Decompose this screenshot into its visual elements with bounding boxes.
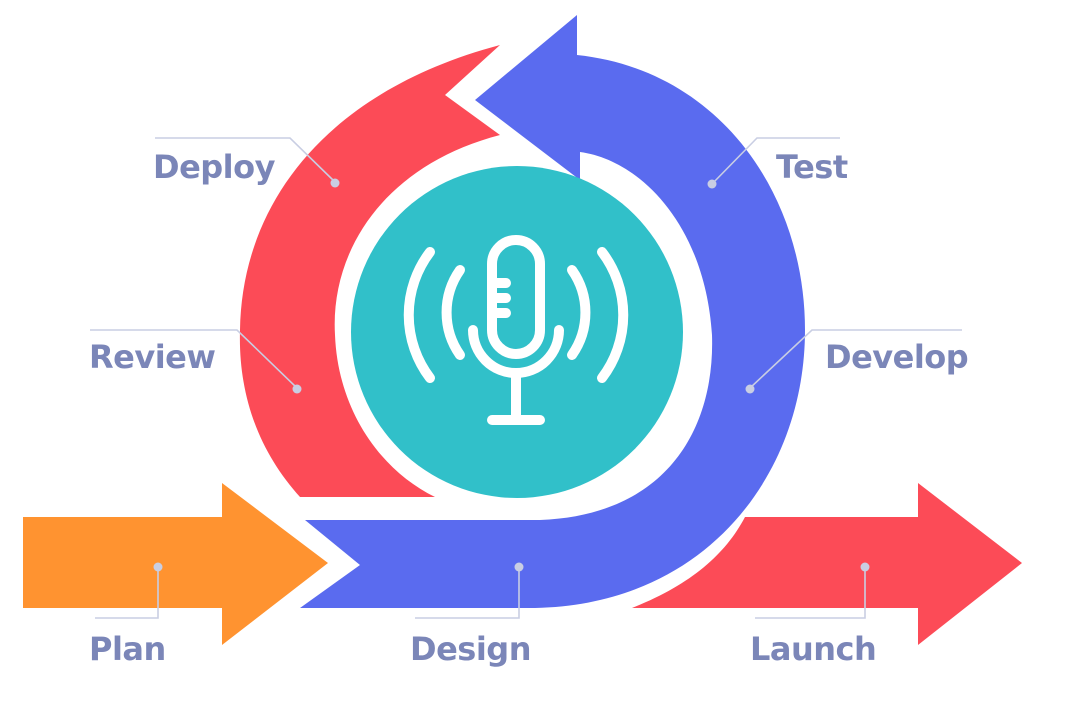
plan-label: Plan [89,630,166,668]
plan-leader [95,567,159,619]
develop-leader [749,329,962,389]
design-dot [514,562,524,572]
review-dot [292,384,302,394]
review-label: Review [89,338,215,376]
design-label: Design [410,630,531,668]
launch-leader [755,567,866,619]
microphone-icon [403,235,629,425]
develop-dot [745,384,755,394]
review-leader [90,329,298,389]
deploy-leader [155,137,336,183]
test-dot [707,179,717,189]
leader-dots [153,178,870,572]
develop-label: Develop [825,338,968,376]
design-develop-test-arc [300,15,805,608]
test-leader [711,137,840,185]
review-deploy-arc [239,45,501,497]
design-leader [415,567,520,619]
launch-dot [860,562,870,572]
leader-lines [90,137,962,619]
launch-arrow [632,483,1022,645]
center-circle [351,166,683,498]
deploy-dot [330,178,340,188]
launch-label: Launch [750,630,876,668]
test-label: Test [776,148,848,186]
plan-arrow [23,483,328,645]
plan-dot [153,562,163,572]
deploy-label: Deploy [153,148,276,186]
